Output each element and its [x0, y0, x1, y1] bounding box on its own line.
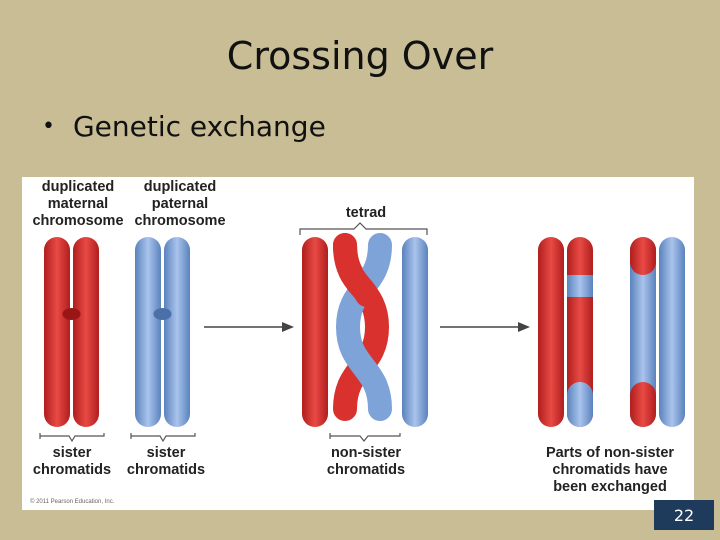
copyright-credit: © 2011 Pearson Education, Inc.: [30, 499, 115, 505]
maternal-centromere: [62, 308, 81, 320]
recombinant-paternal-chromatid-2: [659, 237, 685, 427]
tetrad-bracket: [299, 222, 428, 235]
bracket-sister-left: [39, 433, 105, 443]
paternal-centromere: [153, 308, 172, 320]
bullet-dot-icon: •: [42, 114, 55, 139]
arrow-right-icon: [204, 322, 294, 332]
recombinant-paternal-chromosome: [630, 237, 685, 427]
maternal-chromatid-2: [73, 237, 99, 427]
label-sister-chromatids-right: sister chromatids: [126, 445, 206, 478]
exchanged-segment-blue: [567, 275, 593, 297]
tetrad-nonsister-blue: [335, 233, 392, 421]
exchanged-segment-blue-lower: [567, 382, 593, 427]
maternal-chromosome: [44, 237, 99, 427]
exchanged-segment-red: [630, 237, 656, 275]
tetrad: [302, 233, 428, 427]
recombinant-maternal-chromosome: [538, 237, 593, 427]
paternal-chromatid-2: [164, 237, 190, 427]
crossing-over-diagram: duplicated maternal chromosome duplicate…: [22, 177, 694, 510]
bullet-text: Genetic exchange: [72, 110, 326, 143]
tetrad-paternal-chromatid: [402, 237, 428, 427]
maternal-chromatid-1: [44, 237, 70, 427]
tetrad-overlap-red: [333, 233, 379, 307]
label-maternal: duplicated maternal chromosome: [32, 179, 124, 229]
bracket-non-sister: [329, 433, 401, 442]
bracket-sister-right: [130, 433, 196, 443]
slide-title: Crossing Over: [226, 34, 494, 78]
tetrad-maternal-chromatid: [302, 237, 328, 427]
exchanged-segment-red-lower: [630, 382, 656, 427]
label-paternal: duplicated paternal chromosome: [134, 179, 226, 229]
label-non-sister-chromatids: non-sister chromatids: [326, 445, 406, 478]
label-tetrad: tetrad: [345, 205, 387, 221]
label-exchanged: Parts of non-sister chromatids have been…: [545, 445, 675, 495]
diagram-graphic: [39, 222, 685, 443]
arrow-right-icon: [440, 322, 530, 332]
page-number: 22: [654, 500, 714, 530]
label-sister-chromatids-left: sister chromatids: [32, 445, 112, 478]
paternal-chromatid-1: [135, 237, 161, 427]
paternal-chromosome: [135, 237, 190, 427]
bullet-item: • Genetic exchange: [42, 110, 326, 143]
recombinant-maternal-chromatid-1: [538, 237, 564, 427]
recombinant-paternal-chromatid-1: [630, 237, 656, 427]
